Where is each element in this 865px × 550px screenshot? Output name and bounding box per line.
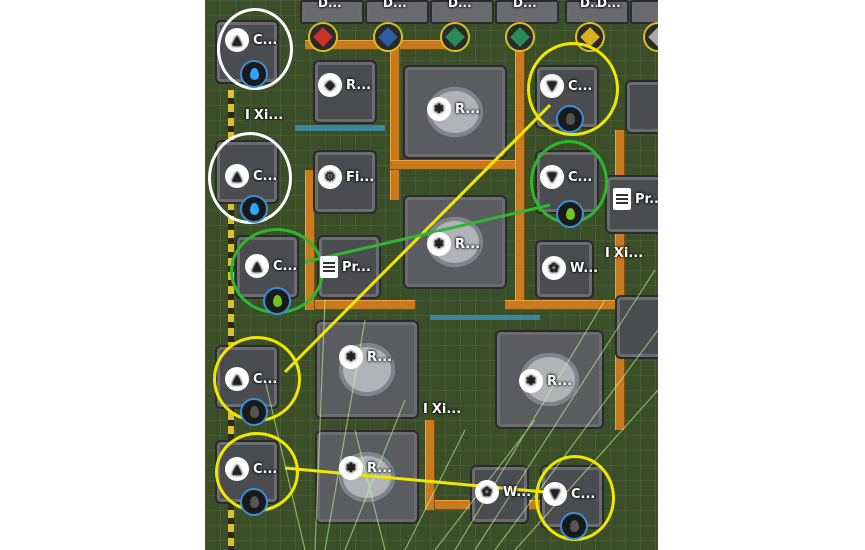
wind-icon: ✿ (542, 256, 566, 280)
drill-label: D... (597, 0, 621, 10)
machine-label: ▲C... (225, 457, 277, 481)
pipe (295, 125, 385, 131)
machine-label: ✿W... (542, 256, 598, 280)
belt (390, 160, 520, 170)
machine-label: ▼C... (540, 74, 592, 98)
reactor-icon: ✱ (427, 97, 451, 121)
wind-icon: ✿ (475, 480, 499, 504)
chemical-icon: ▲ (225, 457, 249, 481)
document-icon (320, 256, 338, 278)
highlight-ring (217, 8, 293, 90)
belt (390, 40, 400, 200)
document-icon (613, 188, 631, 210)
reactor-machine[interactable] (315, 320, 419, 419)
ore-item (373, 22, 403, 52)
drill-machine[interactable] (365, 0, 429, 24)
refinery-icon: ◆ (318, 73, 342, 97)
ore-item (505, 22, 535, 52)
belt (305, 300, 415, 310)
belt (505, 300, 625, 310)
pipe (430, 315, 540, 320)
drill-machine[interactable] (630, 0, 658, 24)
machine-label: ▲C... (225, 28, 277, 52)
reactor-icon: ✱ (427, 232, 451, 256)
machine-label: ✱R... (427, 97, 480, 121)
machine-label: ◆R... (318, 73, 371, 97)
water-icon (240, 195, 268, 223)
machine-label: ▲C... (225, 164, 277, 188)
machine-label: ✱R... (339, 456, 392, 480)
belt (515, 40, 525, 310)
ore-item (308, 22, 338, 52)
pole-icon: Ⅰ (423, 402, 428, 417)
filter-icon: ⚙ (318, 165, 342, 189)
chemical-icon: ▼ (543, 482, 567, 506)
belt (425, 420, 435, 510)
side-machine[interactable] (615, 295, 658, 359)
drill-label: D... (513, 0, 537, 10)
machine-label: ✿W... (475, 480, 531, 504)
crude-fluid-icon (560, 512, 588, 540)
reactor-icon: ✱ (339, 456, 363, 480)
drill-label: D... (318, 0, 342, 10)
side-machine[interactable] (625, 80, 658, 134)
game-viewport[interactable]: D... D... D... D... D... D... (205, 0, 658, 550)
machine-label: ▲C... (225, 367, 277, 391)
ore-item (643, 22, 658, 52)
machine-label: Pr... (613, 188, 658, 210)
machine-label: Pr... (320, 256, 371, 278)
chemical-icon: ▲ (225, 367, 249, 391)
crude-fluid-icon (556, 105, 584, 133)
machine-label: ⚙Fi... (318, 165, 374, 189)
drill-label: D... (383, 0, 407, 10)
crude-fluid-icon (240, 488, 268, 516)
chemical-icon: ▲ (225, 164, 249, 188)
chemical-icon: ▼ (540, 165, 564, 189)
green-fluid-icon (556, 200, 584, 228)
highlight-ring (527, 42, 619, 136)
machine-label: ✱R... (427, 232, 480, 256)
ore-item (440, 22, 470, 52)
pole-icon: Ⅰ (605, 246, 610, 261)
reactor-icon: ✱ (519, 369, 543, 393)
machine-label: ▲C... (245, 254, 297, 278)
drill-label: D... (448, 0, 472, 10)
chemical-icon: ▲ (225, 28, 249, 52)
machine-label: ▼C... (543, 482, 595, 506)
reactor-icon: ✱ (339, 345, 363, 369)
drill-label: D... (580, 0, 604, 10)
pole-icon: Ⅰ (245, 108, 250, 123)
machine-label: ✱R... (519, 369, 572, 393)
water-icon (240, 60, 268, 88)
machine-label: ▼C... (540, 165, 592, 189)
green-fluid-icon (263, 287, 291, 315)
machine-label: ✱R... (339, 345, 392, 369)
drill-machine[interactable] (300, 0, 364, 24)
chemical-icon: ▼ (540, 74, 564, 98)
chemical-icon: ▲ (245, 254, 269, 278)
hazard-stripe (228, 90, 234, 550)
crude-fluid-icon (240, 398, 268, 426)
